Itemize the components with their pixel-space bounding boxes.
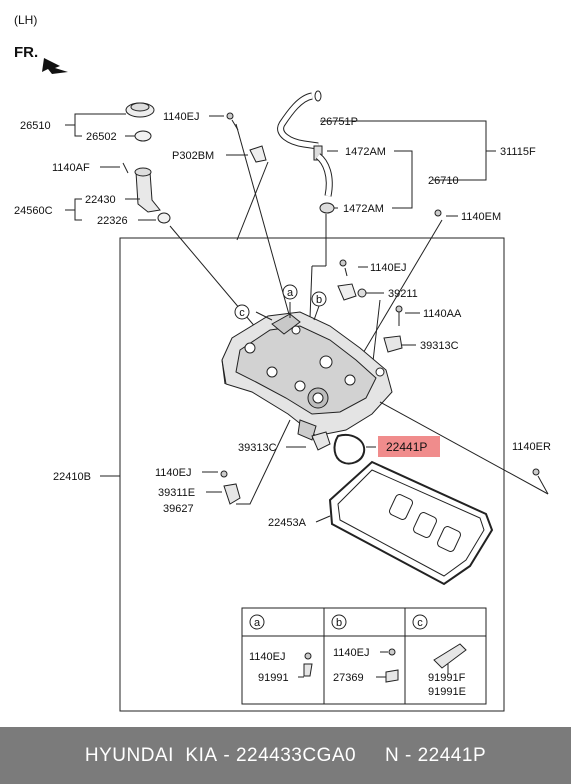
callout-P302BM: P302BM	[172, 150, 214, 162]
callout-26751P: 26751P	[320, 116, 358, 128]
callout-22326: 22326	[97, 215, 128, 227]
legend-table	[241, 607, 487, 705]
gasket-group	[286, 431, 376, 465]
callout-39311E: 39311E	[158, 487, 195, 499]
head-cover-gasket	[315, 460, 494, 586]
svg-text:c: c	[239, 307, 245, 319]
callout-31115F: 31115F	[500, 146, 536, 158]
lower-left-parts	[202, 419, 291, 505]
footer-bar: HYUNDAI KIA - 224433CGA0 N - 22441P	[0, 727, 571, 784]
footer-sep1: -	[217, 744, 236, 766]
bolt-1140ER	[532, 468, 549, 495]
svg-text:a: a	[287, 287, 294, 299]
callout-1140EJ-top: 1140EJ	[163, 111, 200, 123]
callout-39313C-left: 39313C	[238, 442, 277, 454]
callout-26710: 26710	[428, 175, 459, 187]
callout-22410B: 22410B	[53, 471, 91, 483]
svg-text:b: b	[316, 294, 322, 306]
front-label: FR.	[14, 44, 38, 61]
legend-c-part2: 91991E	[428, 686, 466, 698]
parts-diagram: (LH) FR. 26510 26502 1140AF 24560C 22430…	[14, 13, 551, 712]
breather-group	[209, 90, 496, 319]
callout-1472AM-a: 1472AM	[345, 146, 386, 158]
callout-22430: 22430	[85, 194, 116, 206]
marker-c: c	[234, 304, 250, 320]
legend-a-part2: 91991	[258, 672, 289, 684]
assembly-frame	[119, 237, 505, 712]
highlight-22441P	[378, 436, 440, 457]
footer-sep2: N -	[356, 744, 418, 766]
oil-filler-group	[65, 102, 263, 336]
callout-1140AA: 1140AA	[423, 308, 462, 320]
legend-col-a: a 1140EJ 91991	[249, 614, 313, 684]
callout-1140EM: 1140EM	[461, 211, 501, 223]
legend-col-b: b 1140EJ 27369	[331, 614, 399, 684]
callout-1140EJ-mid: 1140EJ	[370, 262, 407, 274]
legend-col-c: c 91991F 91991E	[412, 614, 467, 698]
legend-c-mark: c	[417, 617, 423, 629]
legend-b-part1: 1140EJ	[333, 647, 370, 659]
callout-39313C-right: 39313C	[420, 340, 459, 352]
callout-22441P: 22441P	[386, 440, 427, 454]
cylinder-head-cover	[221, 311, 393, 441]
marker-a: a	[282, 284, 298, 300]
callout-24560C: 24560C	[14, 205, 53, 217]
legend-b-mark: b	[336, 617, 342, 629]
callout-26510: 26510	[20, 120, 51, 132]
callout-26502: 26502	[86, 131, 117, 143]
legend-a-mark: a	[254, 617, 261, 629]
legend-b-part2: 27369	[333, 672, 364, 684]
callout-1140AF: 1140AF	[52, 162, 90, 174]
leader-lines-body	[255, 302, 549, 495]
front-arrow-icon	[42, 58, 68, 74]
callout-1472AM-b: 1472AM	[343, 203, 384, 215]
callout-1140ER: 1140ER	[512, 441, 551, 453]
sensor-group	[337, 259, 420, 371]
callout-1140EJ-low: 1140EJ	[155, 467, 192, 479]
callout-22453A: 22453A	[268, 517, 307, 529]
side-label: (LH)	[14, 13, 37, 27]
legend-c-part1: 91991F	[428, 672, 466, 684]
callout-39211: 39211	[388, 288, 418, 300]
footer-part-number: 224433CGA0	[235, 744, 357, 766]
footer-ref: 22441P	[417, 744, 487, 766]
callout-39627: 39627	[163, 503, 194, 515]
marker-b: b	[311, 291, 327, 307]
legend-a-part1: 1140EJ	[249, 651, 286, 663]
footer-brand: HYUNDAI KIA	[84, 744, 218, 766]
